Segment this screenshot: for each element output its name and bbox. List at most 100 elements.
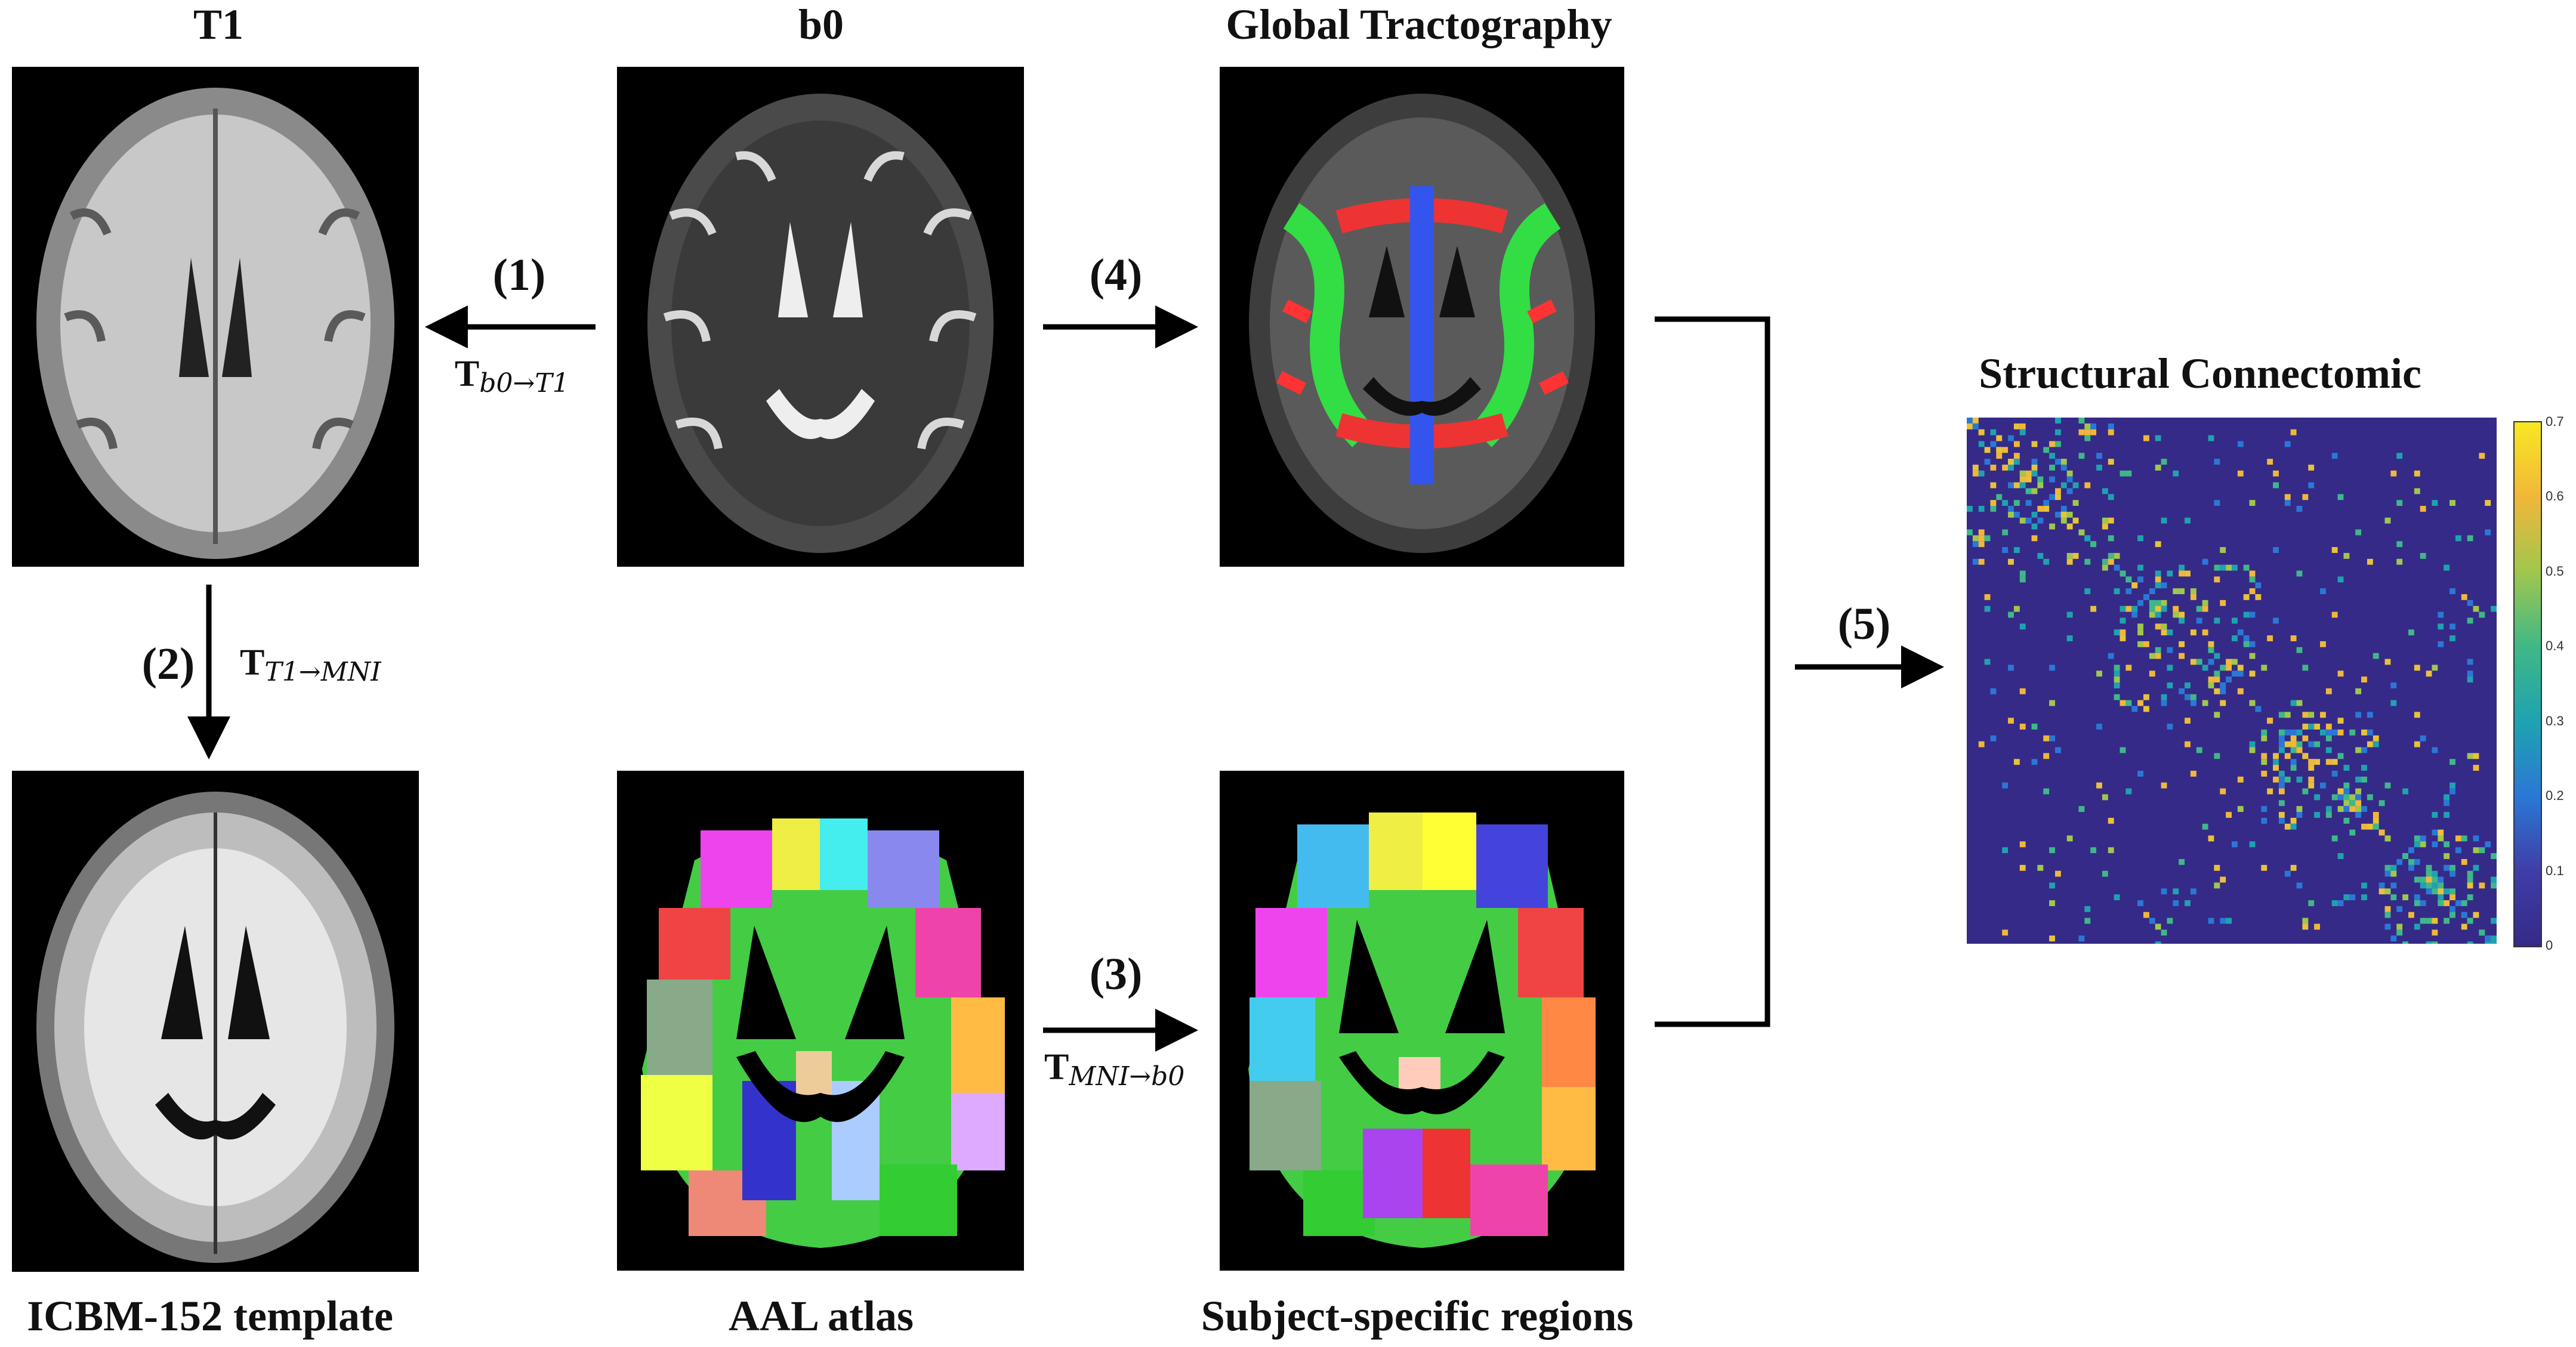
matrix-cell: [2243, 611, 2250, 618]
matrix-cell: [2373, 741, 2379, 747]
matrix-cell: [2349, 829, 2356, 836]
matrix-cell: [2025, 500, 2032, 506]
matrix-cell: [2314, 724, 2320, 730]
matrix-cell: [2031, 759, 2038, 765]
matrix-cell: [2337, 853, 2344, 859]
matrix-cell: [2461, 859, 2467, 865]
matrix-cell: [2031, 464, 2038, 471]
matrix-cell: [2479, 882, 2485, 889]
matrix-cell: [2426, 941, 2432, 944]
matrix-cell: [2432, 747, 2438, 753]
matrix-cell: [2002, 847, 2009, 854]
matrix-cell: [2066, 835, 2073, 842]
matrix-cell: [2084, 535, 2091, 542]
matrix-cell: [1996, 447, 2003, 453]
matrix-cell: [2226, 917, 2232, 924]
matrix-cell: [1978, 441, 1985, 447]
matrix-cell: [2185, 900, 2191, 906]
matrix-cell: [2043, 506, 2050, 512]
matrix-cell: [2013, 511, 2020, 518]
matrix-cell: [2060, 517, 2067, 524]
matrix-cell: [2078, 935, 2085, 942]
matrix-cell: [2125, 700, 2132, 706]
matrix-cell: [2337, 794, 2344, 801]
matrix-cell: [1967, 423, 1973, 430]
matrix-cell: [2196, 747, 2202, 753]
matrix-cell: [2384, 517, 2391, 524]
matrix-cell: [2337, 753, 2344, 759]
matrix-cell: [2485, 529, 2491, 536]
matrix-cell: [2373, 823, 2379, 830]
matrix-cell: [2155, 923, 2161, 930]
matrix-cell: [2066, 558, 2073, 565]
matrix-cell: [1984, 447, 1991, 453]
matrix-cell: [2302, 788, 2309, 795]
subject-regions-image: [1220, 771, 1624, 1271]
matrix-cell: [2337, 806, 2344, 812]
matrix-cell: [2190, 888, 2196, 895]
matrix-cell: [2438, 888, 2444, 895]
matrix-cell: [2102, 488, 2108, 495]
matrix-cell: [2414, 741, 2420, 747]
matrix-cell: [2185, 694, 2191, 700]
matrix-cell: [2331, 771, 2338, 777]
matrix-cell: [2325, 729, 2332, 736]
matrix-cell: [2049, 900, 2055, 906]
matrix-cell: [2432, 812, 2438, 818]
matrix-cell: [2273, 765, 2279, 771]
matrix-cell: [2261, 806, 2268, 812]
matrix-cell: [2361, 882, 2367, 889]
matrix-cell: [2325, 735, 2332, 742]
matrix-cell: [2202, 700, 2208, 706]
matrix-cell: [2467, 671, 2473, 677]
matrix-cell: [2214, 882, 2220, 889]
matrix-cell: [2278, 741, 2285, 747]
matrix-cell: [2343, 800, 2350, 807]
matrix-cell: [2373, 812, 2379, 818]
matrix-cell: [2278, 712, 2285, 718]
matrix-cell: [2155, 570, 2161, 577]
matrix-cell: [1996, 453, 2003, 459]
matrix-cell: [2414, 876, 2420, 883]
matrix-cell: [2196, 659, 2202, 665]
matrix-cell: [2396, 859, 2403, 865]
matrix-cell: [2161, 700, 2167, 706]
matrix-cell: [2149, 588, 2155, 594]
matrix-cell: [2355, 806, 2362, 812]
matrix-cell: [1978, 529, 1985, 536]
matrix-cell: [2432, 841, 2438, 848]
matrix-cell: [2432, 665, 2438, 671]
matrix-cell: [2461, 912, 2467, 918]
matrix-cell: [2432, 929, 2438, 936]
matrix-cell: [2308, 482, 2315, 489]
matrix-cell: [2473, 835, 2479, 842]
matrix-cell: [2426, 870, 2432, 877]
matrix-cell: [2444, 812, 2450, 818]
matrix-cell: [2072, 517, 2079, 524]
b0-image: [617, 67, 1024, 567]
matrix-cell: [2155, 435, 2161, 441]
matrix-cell: [2143, 706, 2149, 712]
matrix-cell: [2214, 576, 2220, 583]
transform-b0-t1-sub: b0→T1: [479, 368, 569, 398]
matrix-cell: [2208, 435, 2214, 441]
matrix-cell: [2325, 747, 2332, 753]
matrix-cell: [2066, 511, 2073, 518]
matrix-cell: [2355, 794, 2362, 801]
matrix-cell: [2078, 806, 2085, 812]
matrix-cell: [2066, 476, 2073, 483]
matrix-cell: [2461, 900, 2467, 906]
matrix-cell: [2114, 665, 2120, 671]
matrix-cell: [2179, 570, 2185, 577]
matrix-cell: [2325, 812, 2332, 818]
matrix-cell: [2426, 888, 2432, 895]
matrix-cell: [2108, 423, 2114, 430]
matrix-cell: [2308, 776, 2315, 783]
matrix-cell: [2449, 782, 2455, 789]
matrix-cell: [2320, 712, 2326, 718]
matrix-cell: [2432, 888, 2438, 895]
matrix-cell: [2438, 835, 2444, 842]
matrix-cell: [2402, 941, 2408, 944]
structural-connectomic-title: Structural Connectomic: [1979, 350, 2421, 397]
matrix-cell: [2378, 888, 2385, 895]
